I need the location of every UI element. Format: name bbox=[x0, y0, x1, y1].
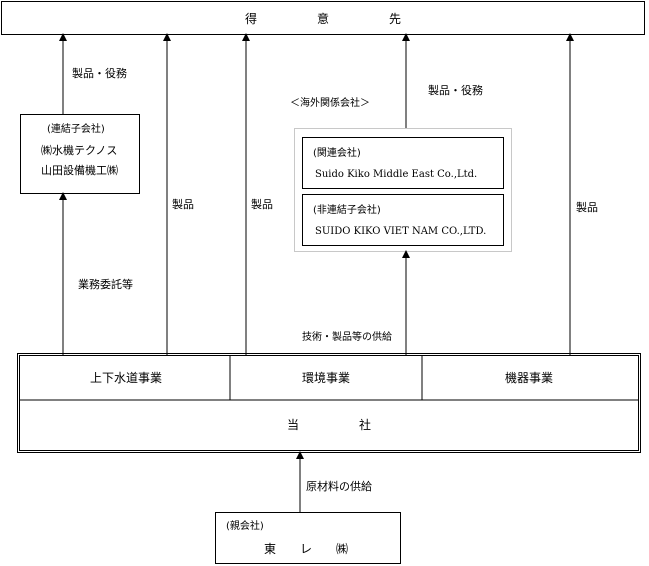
label-tech-supply: 技術・製品等の供給 bbox=[302, 332, 392, 343]
consolidated-subsidiary-header: (連結子会社) bbox=[47, 124, 105, 135]
affiliate-header: (関連会社) bbox=[313, 148, 361, 159]
label-raw-supply: 原材料の供給 bbox=[306, 480, 372, 493]
consolidated-subsidiary-name-2: 山田設備機工㈱ bbox=[41, 164, 118, 177]
nonconsolidated-subsidiary-box: (非連結子会社) SUIDO KIKO VIET NAM CO.,LTD. bbox=[302, 194, 504, 246]
label-products-services-left: 製品・役務 bbox=[72, 67, 127, 80]
label-outsourcing: 業務委託等 bbox=[78, 278, 133, 291]
parent-company-name: 東 レ ㈱ bbox=[264, 542, 349, 556]
overseas-group-label: ＜海外関係会社＞ bbox=[290, 98, 370, 109]
customer-box: 得 意 先 bbox=[1, 1, 645, 35]
segment-environment: 環境事業 bbox=[301, 371, 350, 385]
label-products-3: 製品 bbox=[576, 201, 598, 214]
parent-company-box: (親会社) 東 レ ㈱ bbox=[215, 512, 401, 564]
nonconsolidated-name: SUIDO KIKO VIET NAM CO.,LTD. bbox=[315, 226, 487, 237]
company-box bbox=[17, 353, 641, 453]
affiliate-box: (関連会社) Suido Kiko Middle East Co.,Ltd. bbox=[302, 137, 504, 189]
affiliate-name: Suido Kiko Middle East Co.,Ltd. bbox=[315, 169, 478, 180]
parent-company-header: (親会社) bbox=[226, 521, 264, 532]
segment-equipment: 機器事業 bbox=[504, 371, 553, 385]
nonconsolidated-header: (非連結子会社) bbox=[313, 205, 381, 216]
consolidated-subsidiary-name-1: ㈱水機テクノス bbox=[41, 144, 118, 157]
label-products-1: 製品 bbox=[172, 198, 194, 211]
segment-water: 上下水道事業 bbox=[89, 371, 162, 385]
label-products-2: 製品 bbox=[251, 198, 273, 211]
consolidated-subsidiary-box: (連結子会社) ㈱水機テクノス 山田設備機工㈱ bbox=[20, 114, 140, 194]
label-products-services-right: 製品・役務 bbox=[428, 84, 483, 97]
company-self-label: 当 社 bbox=[286, 418, 371, 432]
customer-label: 得 意 先 bbox=[244, 12, 401, 26]
